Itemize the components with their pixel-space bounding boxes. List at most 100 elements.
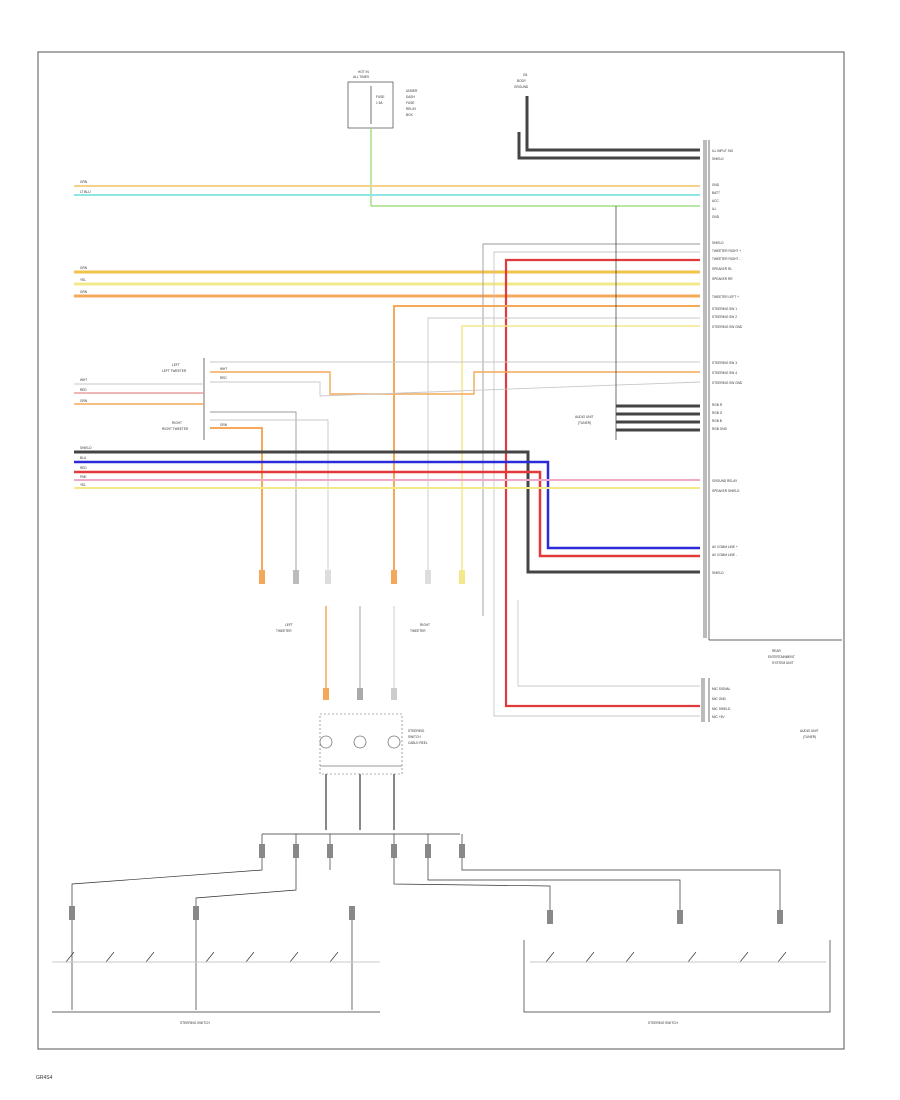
steering-sw-r-title: STEERING SWITCH: [648, 1021, 678, 1025]
pin-label: STEERING SW 4: [712, 371, 737, 375]
fuse-box-title-2: ALL TIMES: [353, 75, 369, 79]
fuse-box-title-1: HOT IN: [358, 70, 369, 74]
audio-pin: MIC +5V: [712, 715, 725, 719]
wire-label: GRN: [80, 399, 88, 403]
wire-label: WHT: [220, 367, 227, 371]
pin-label: TWEETER RIGHT +: [712, 249, 741, 253]
fuse-note-1: DASH: [406, 95, 416, 99]
amplifier-title-2: (TUNER): [578, 421, 591, 425]
pin-label: STEERING SW GND: [712, 381, 743, 385]
wire-label: WHT: [80, 378, 87, 382]
fuse-note-0: UNDER: [406, 89, 418, 93]
wires-group-2: GRN YEL GRN: [74, 266, 700, 298]
wire-label: GRN: [80, 290, 88, 294]
ground-label-1: G5: [523, 73, 527, 77]
steering-sw-l-title: STEERING SWITCH: [180, 1021, 210, 1025]
tweeter-r-label: RIGHT: [172, 421, 182, 425]
fuse-note-4: BOX: [406, 113, 414, 117]
diagram-frame: [37, 51, 845, 1050]
rear-unit-title-1: REAR: [772, 649, 782, 653]
audio-pin: MIC SIGNAL: [712, 687, 731, 691]
wire-label: LT BLU: [80, 190, 91, 194]
left-tweeter-cluster: LEFT LEFT TWEETER RIGHT RIGHT TWEETER WH…: [74, 358, 701, 570]
cable-reel-label-3: CABLE REEL: [408, 741, 428, 745]
cable-reel-label-2: SWITCH: [408, 735, 421, 739]
wire-label: GRN: [80, 266, 88, 270]
pin-label: SHIELD: [712, 241, 724, 245]
tweeter-r-caption-2: TWEETER: [410, 629, 426, 633]
audio-lower-title: AUDIO UNIT: [800, 729, 818, 733]
ground-label-2: BODY: [517, 79, 527, 83]
ground-label-3: GROUND: [514, 85, 529, 89]
amplifier-title: AUDIO UNIT: [575, 415, 593, 419]
pin-label: ACC: [712, 199, 719, 203]
pin-label: RGB GND: [712, 427, 728, 431]
tweeter-r-caption: RIGHT: [420, 623, 430, 627]
wire-label: RED: [220, 376, 227, 380]
pin-label: ILL INPUT SIG: [712, 149, 734, 153]
pin-label: GROUND RELAY: [712, 479, 738, 483]
wire-label: RED: [80, 466, 87, 470]
cable-reel: STEERING SWITCH CABLE REEL: [319, 606, 428, 830]
wire-label: GRN: [220, 423, 228, 427]
rear-unit-title-2: ENTERTAINMENT: [768, 655, 795, 659]
pin-label: TWEETER LEFT +: [712, 295, 739, 299]
steering-bus: AUDIO UNIT (TUNER): [575, 206, 700, 440]
pin-label: STEERING SW 2: [712, 315, 737, 319]
fuse-note-3: RELAY: [406, 107, 417, 111]
pin-label: SHIELD: [712, 157, 724, 161]
pin-label: SPEAKER RL: [712, 267, 732, 271]
pin-label: BATT: [712, 191, 720, 195]
fuse-label-2: 1 5A: [376, 101, 383, 105]
cable-reel-label-1: STEERING: [408, 729, 425, 733]
rear-unit-title-3: SYSTEM UNIT: [772, 661, 793, 665]
pin-label: STEERING SW GND: [712, 325, 743, 329]
tweeter-l-label-2: LEFT TWEETER: [162, 369, 187, 373]
pin-label: RGB B: [712, 419, 722, 423]
wire-label: PNK: [80, 475, 87, 479]
tweeter-l-label: LEFT: [172, 363, 180, 367]
steering-switch-right: STEERING SWITCH: [523, 910, 831, 1025]
pin-label: ILL: [712, 207, 717, 211]
pin-label: GND: [712, 215, 720, 219]
pin-label: RGB G: [712, 411, 723, 415]
footer-code: GR4S4: [36, 1075, 53, 1081]
red-speaker-wire: [504, 258, 700, 708]
wire-label: YEL: [80, 483, 86, 487]
mid-connectors: LEFT TWEETER RIGHT TWEETER: [259, 570, 465, 633]
pin-label: TWEETER RIGHT -: [712, 257, 740, 261]
pin-label: SPEAKER SHIELD: [712, 489, 740, 493]
fuse-label-1: FUSE: [376, 95, 385, 99]
wires-group-1: GRN LT BLU: [74, 180, 700, 207]
pin-label: RGB R: [712, 403, 723, 407]
top-fuse-box: HOT IN ALL TIMES FUSE 1 5A UNDER DASH FU…: [347, 70, 418, 206]
pin-label: AV COMM LINE -: [712, 553, 737, 557]
wire-label: BLU: [80, 456, 87, 460]
tweeter-l-caption-2: TWEETER: [276, 629, 292, 633]
pin-label: GND: [712, 183, 720, 187]
fuse-note-2: FUSE: [406, 101, 415, 105]
tweeter-l-caption: LEFT: [285, 623, 293, 627]
wire-label: RED: [80, 388, 87, 392]
gray-shield-wire: [482, 243, 700, 616]
audio-pin: MIC SHIELD: [712, 707, 731, 711]
audio-lower-title-2: (TUNER): [803, 735, 816, 739]
tweeter-r-label-2: RIGHT TWEETER: [162, 427, 189, 431]
pin-labels: ILL INPUT SIG SHIELD GND BATT ACC ILL GN…: [712, 149, 743, 575]
pin-label: STEERING SW 3: [712, 361, 737, 365]
top-ground: G5 BODY GROUND: [514, 73, 700, 160]
orange-wire-1: [393, 305, 700, 570]
rear-unit-connector: REAR ENTERTAINMENT SYSTEM UNIT: [703, 140, 842, 665]
wire-label: YEL: [80, 278, 86, 282]
wires-group-4: SHIELD BLU RED PNK YEL: [74, 446, 700, 574]
pin-label: AV COMM LINE +: [712, 545, 738, 549]
pin-label: SHIELD: [712, 571, 724, 575]
wire-label: GRN: [80, 180, 88, 184]
pin-label: STEERING SW 1: [712, 307, 737, 311]
lower-bus: [71, 833, 781, 1010]
steering-switch-left: STEERING SWITCH: [52, 906, 380, 1025]
audio-pin: MIC GND: [712, 697, 727, 701]
pin-label: SPEAKER RR: [712, 277, 733, 281]
wire-label: SHIELD: [80, 446, 92, 450]
